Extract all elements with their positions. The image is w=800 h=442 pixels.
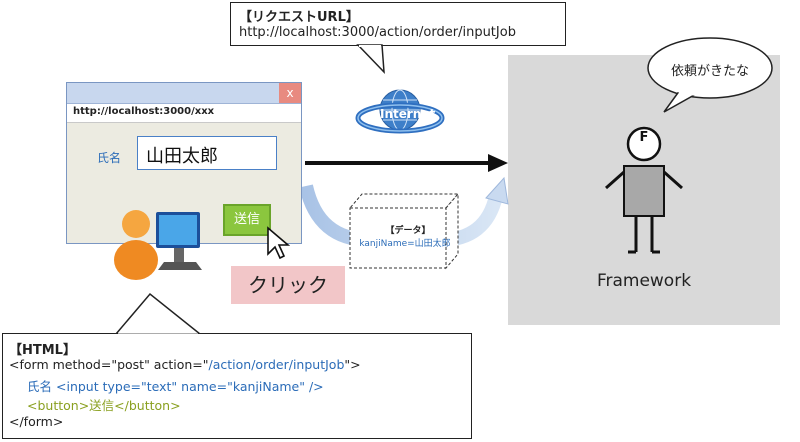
request-url-title: 【リクエストURL】 bbox=[239, 10, 359, 25]
code-button-tag: <button>送信</button> bbox=[27, 398, 181, 413]
code-line-1: <form method="post" action="/action/orde… bbox=[9, 357, 361, 372]
request-url-text: http://localhost:3000/action/order/input… bbox=[239, 25, 516, 40]
figure-letter: F bbox=[639, 130, 649, 145]
figure-head bbox=[626, 126, 662, 162]
send-button[interactable]: 送信 bbox=[223, 204, 271, 236]
name-label: 氏名 bbox=[97, 151, 122, 165]
close-button[interactable]: x bbox=[279, 83, 301, 103]
code-form-open: <form method="post" action=" bbox=[9, 357, 209, 372]
code-line-4: </form> bbox=[9, 414, 63, 429]
mouse-cursor-icon bbox=[267, 226, 290, 260]
address-bar[interactable]: http://localhost:3000/xxx bbox=[67, 104, 301, 123]
name-input-value: 山田太郎 bbox=[146, 146, 218, 167]
browser-window: x http://localhost:3000/xxx 氏名 山田太郎 送信 bbox=[66, 82, 302, 244]
internet-globe-icon bbox=[355, 89, 445, 134]
html-title: 【HTML】 bbox=[9, 343, 76, 358]
data-box-title: 【データ】 bbox=[385, 226, 431, 236]
code-line-2: 氏名 <input type="text" name="kanjiName" /… bbox=[27, 376, 324, 395]
click-label: クリック bbox=[231, 266, 345, 304]
speech-text: 依頼がきたな bbox=[670, 64, 749, 79]
internet-label: Internet bbox=[380, 107, 436, 121]
figure-body bbox=[623, 165, 665, 217]
code-form-action: /action/order/inputJob bbox=[208, 357, 345, 372]
code-line-3: <button>送信</button> bbox=[27, 395, 181, 414]
user-computer-icon bbox=[114, 210, 202, 280]
speech-bubble bbox=[647, 37, 773, 113]
code-name-label: 氏名 bbox=[27, 379, 53, 394]
browser-titlebar bbox=[67, 83, 301, 104]
code-form-close: </form> bbox=[9, 414, 64, 429]
address-text: http://localhost:3000/xxx bbox=[73, 106, 215, 117]
code-form-open-end: "> bbox=[344, 357, 361, 372]
data-box-value: kanjiName=山田太郎 bbox=[359, 239, 451, 249]
name-input[interactable]: 山田太郎 bbox=[137, 136, 277, 170]
framework-label: Framework bbox=[596, 271, 692, 291]
request-url-callout: 【リクエストURL】 http://localhost:3000/action/… bbox=[230, 2, 566, 46]
code-input-tag: <input type="text" name="kanjiName" /> bbox=[56, 379, 324, 394]
framework-figure bbox=[605, 126, 683, 254]
data-box bbox=[348, 192, 460, 270]
html-code-callout: 【HTML】 <form method="post" action="/acti… bbox=[2, 333, 472, 439]
